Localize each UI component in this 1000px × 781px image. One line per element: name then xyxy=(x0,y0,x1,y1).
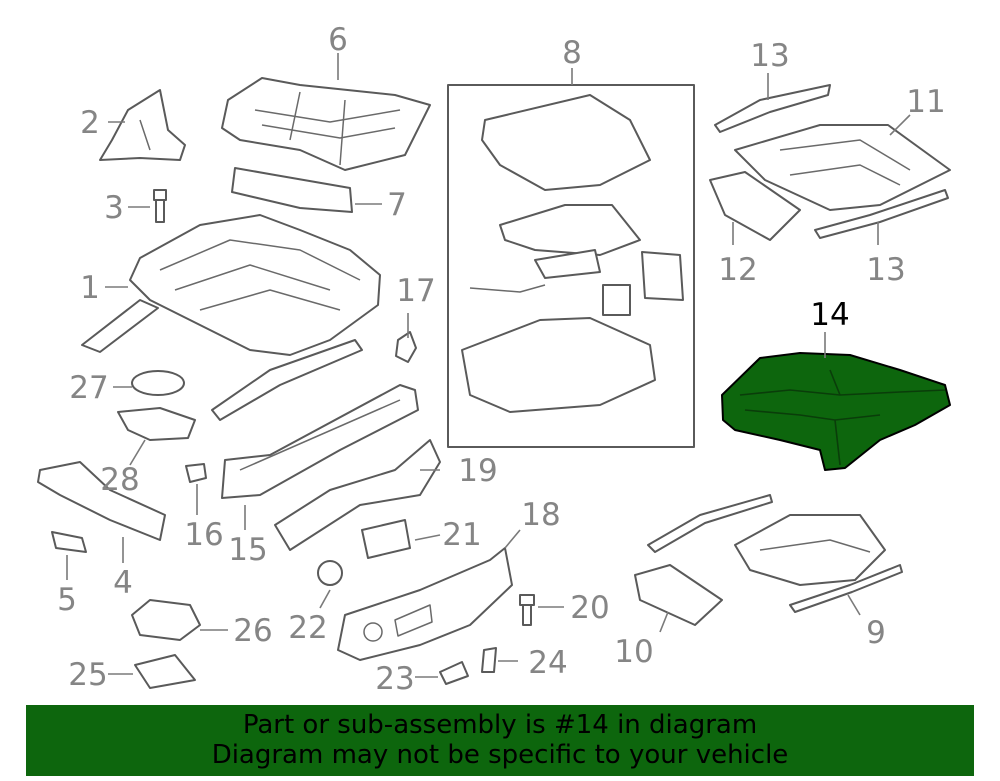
part-18-side-panel[interactable] xyxy=(337,547,513,661)
part-2-bracket[interactable] xyxy=(99,89,186,161)
label-part-1: 1 xyxy=(80,270,100,306)
part-27-cap[interactable] xyxy=(131,370,185,396)
label-part-27: 27 xyxy=(69,370,108,406)
part-24-button[interactable] xyxy=(481,647,497,673)
label-part-25: 25 xyxy=(68,657,107,693)
part-3-bolt[interactable] xyxy=(153,189,167,223)
label-part-17: 17 xyxy=(396,273,435,309)
label-part-8: 8 xyxy=(562,35,582,71)
part-15-side-shield[interactable] xyxy=(221,384,419,499)
part-9-heater-mat[interactable] xyxy=(734,514,903,613)
part-6-cushion-cover[interactable] xyxy=(221,77,431,171)
label-part-4: 4 xyxy=(113,565,133,601)
part-26-bracket[interactable] xyxy=(131,599,201,641)
part-25-module[interactable] xyxy=(134,654,196,689)
label-part-10: 10 xyxy=(614,634,653,670)
part-10-pad[interactable] xyxy=(634,494,773,626)
label-part-5: 5 xyxy=(57,582,77,618)
part-22-knob[interactable] xyxy=(317,560,343,586)
part-19-bracket[interactable] xyxy=(274,439,441,551)
label-part-19: 19 xyxy=(458,453,497,489)
info-banner: Part or sub-assembly is #14 in diagram D… xyxy=(26,705,974,776)
label-part-9: 9 xyxy=(866,615,886,651)
part-14-cushion-pad[interactable] xyxy=(721,352,951,471)
label-part-28: 28 xyxy=(100,462,139,498)
part-28-bracket[interactable] xyxy=(117,407,196,441)
label-part-16: 16 xyxy=(184,517,223,553)
label-part-12: 12 xyxy=(718,252,757,288)
part-16-clip[interactable] xyxy=(185,463,207,483)
label-part-13-upper: 13 xyxy=(750,38,789,74)
callout-labels: 6 8 13 11 2 3 7 12 13 1 17 14 27 28 19 1… xyxy=(57,22,946,697)
label-part-15: 15 xyxy=(228,532,267,568)
label-part-23: 23 xyxy=(375,661,414,697)
part-4-trim[interactable] xyxy=(37,461,166,541)
leader-lines xyxy=(66,53,911,678)
label-part-6: 6 xyxy=(328,22,348,58)
part-11-heater-mat[interactable] xyxy=(734,124,951,211)
part-17-clip[interactable] xyxy=(395,331,417,363)
label-part-3: 3 xyxy=(104,190,124,226)
label-part-14: 14 xyxy=(810,297,849,333)
label-part-18: 18 xyxy=(521,497,560,533)
part-20-bolt[interactable] xyxy=(519,594,535,626)
label-part-21: 21 xyxy=(442,517,481,553)
label-part-20: 20 xyxy=(570,590,609,626)
label-part-24: 24 xyxy=(528,645,567,681)
banner-line-1: Part or sub-assembly is #14 in diagram xyxy=(242,710,758,740)
part-7-pad[interactable] xyxy=(231,167,353,213)
label-part-2: 2 xyxy=(80,105,100,141)
part-23-button[interactable] xyxy=(439,661,469,685)
part-12-pad[interactable] xyxy=(709,171,801,241)
label-part-22: 22 xyxy=(288,610,327,646)
banner-line-2: Diagram may not be specific to your vehi… xyxy=(211,740,789,770)
label-part-26: 26 xyxy=(233,613,272,649)
part-8-group[interactable] xyxy=(447,84,695,448)
part-1-seat-frame[interactable] xyxy=(81,214,381,421)
part-5-clip[interactable] xyxy=(51,531,87,553)
part-13-strip-upper[interactable] xyxy=(714,84,831,133)
label-part-13-lower: 13 xyxy=(866,252,905,288)
part-13-strip-lower[interactable] xyxy=(814,189,949,239)
label-part-11: 11 xyxy=(906,84,945,120)
part-21-module[interactable] xyxy=(361,519,411,559)
label-part-7: 7 xyxy=(387,187,407,223)
